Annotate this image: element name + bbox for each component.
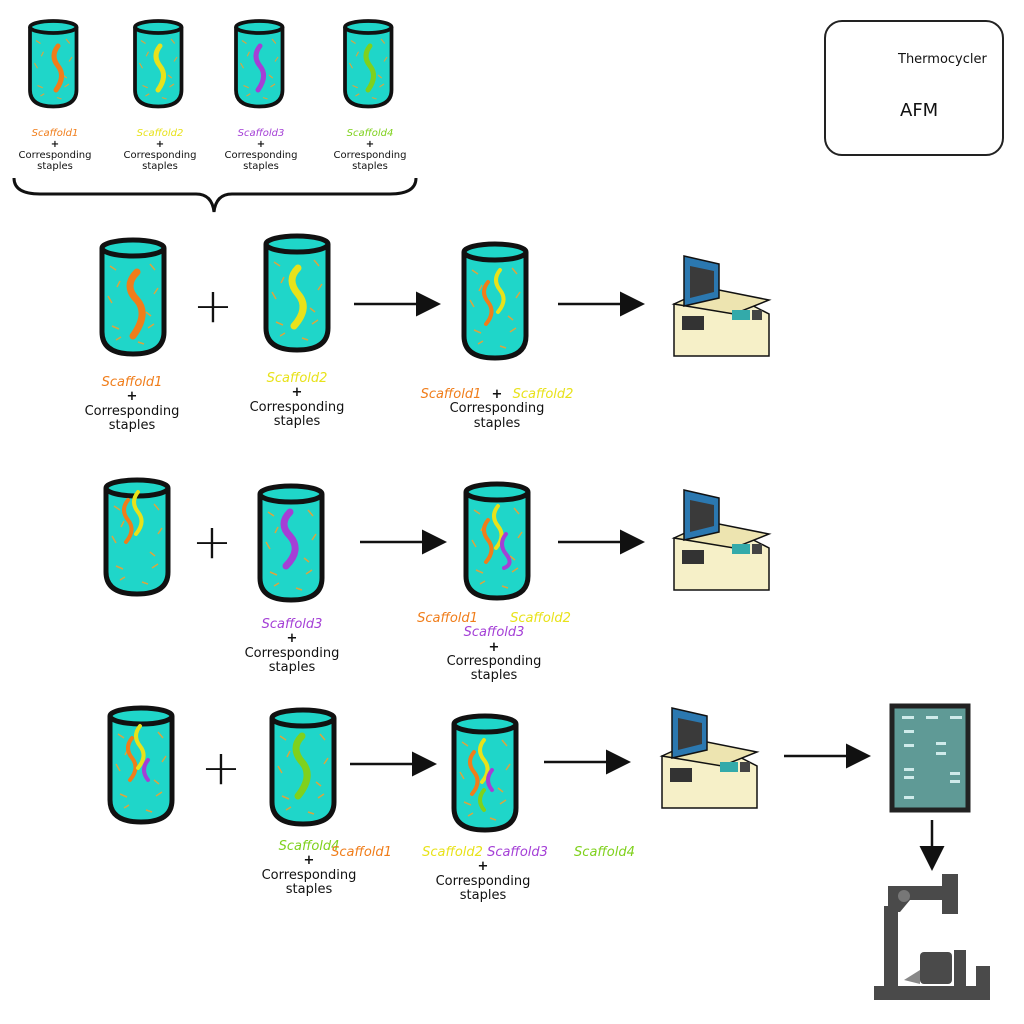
legend-thermocycler-label: Thermocycler (898, 52, 987, 67)
legend-afm-label: AFM (900, 100, 939, 121)
plus-sign: + (200, 740, 242, 796)
legend: Thermocycler AFM (824, 20, 1004, 156)
row2-tube-a (106, 480, 168, 594)
top-tube-1 (28, 19, 79, 109)
plus-sign: + (191, 514, 233, 570)
thermocycler-icon (673, 255, 770, 357)
thermocycler-icon (661, 707, 758, 809)
row3-tube-a (110, 708, 172, 822)
row2-tube-b (260, 486, 322, 600)
plus-sign: + (192, 278, 234, 334)
row3-tube-mix (454, 716, 516, 830)
row1-tube-mix (464, 244, 526, 358)
top-tube-2 (133, 19, 184, 109)
brace-icon (12, 177, 418, 213)
top-tube-4 (343, 19, 394, 109)
thermocycler-icon (673, 489, 770, 591)
row2-tube-mix (466, 484, 528, 598)
row1-tube-a (102, 240, 164, 354)
top-tube-3 (234, 19, 285, 109)
gel-icon (889, 703, 971, 813)
row3-label-mix: Scaffold1 Scaffold2 Scaffold3 Scaffold4 … (331, 845, 635, 903)
row2-label-mix: Scaffold1 Scaffold2 Scaffold3+ Correspon… (417, 611, 571, 684)
afm-icon (874, 874, 990, 1000)
row3-tube-b (272, 710, 334, 824)
row1-tube-b (266, 236, 328, 350)
